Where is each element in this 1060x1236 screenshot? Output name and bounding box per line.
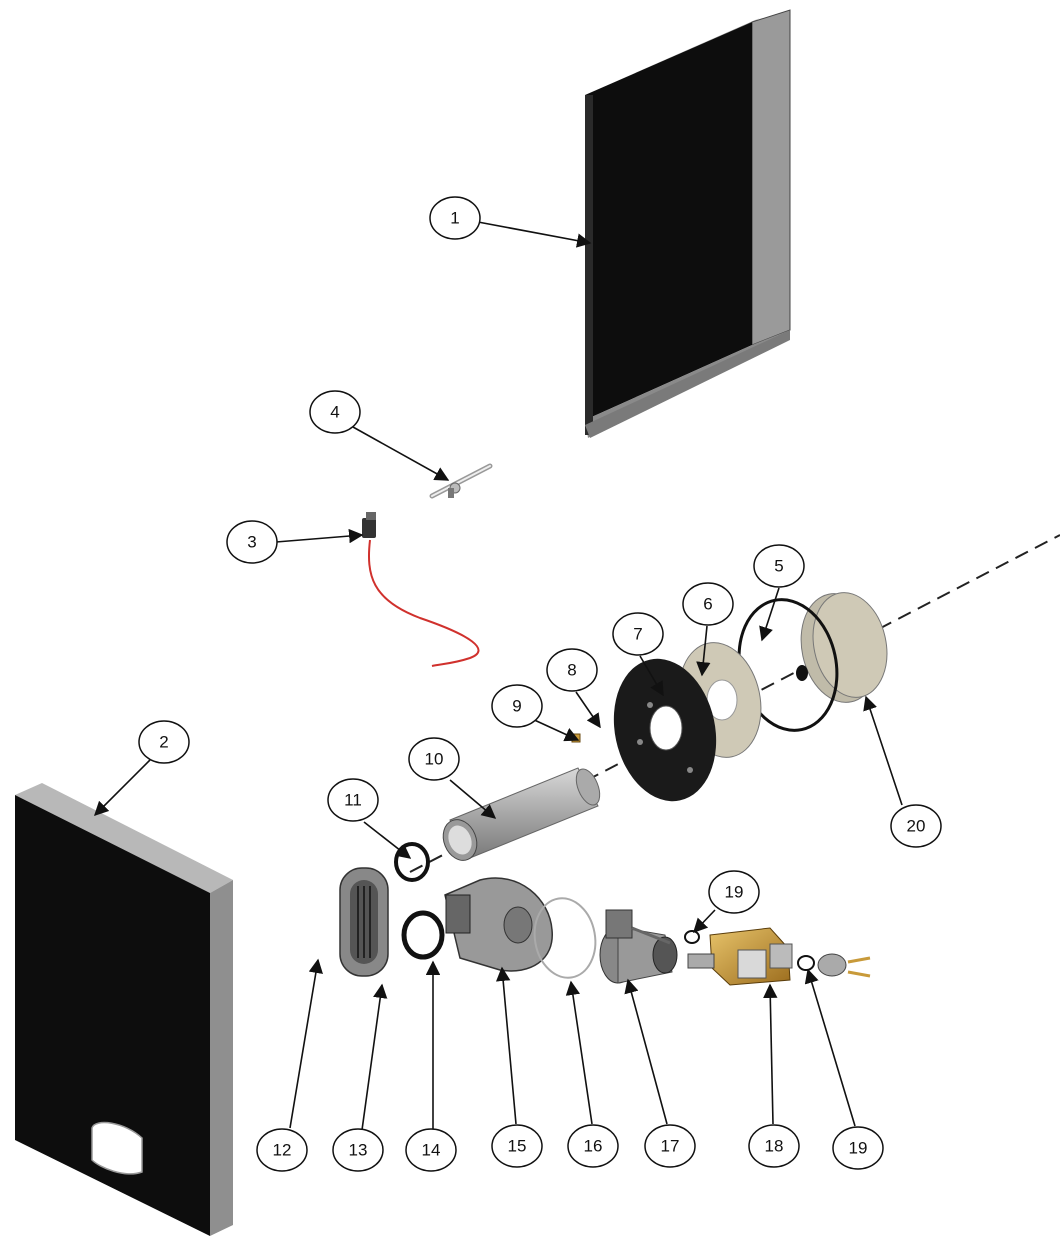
leader-1 — [477, 221, 592, 248]
callout-15: 15 — [491, 1124, 543, 1168]
leader-11 — [363, 821, 412, 859]
callout-18-label: 18 — [765, 1137, 784, 1156]
leader-15 — [495, 966, 517, 1125]
part-14-gasket-ring — [401, 910, 445, 960]
leader-6 — [696, 625, 711, 677]
leader-3 — [275, 528, 364, 544]
callout-7-label: 7 — [633, 625, 642, 644]
callout-12: 12 — [256, 1128, 308, 1172]
callout-5: 5 — [753, 544, 805, 588]
part-2-front-panel — [15, 783, 233, 1236]
callout-5-label: 5 — [774, 557, 783, 576]
callout-3-label: 3 — [247, 533, 256, 552]
callout-15-label: 15 — [508, 1137, 527, 1156]
callout-19-upper: 19 — [708, 870, 760, 914]
callout-20-label: 20 — [907, 817, 926, 836]
leader-18 — [763, 983, 778, 1125]
leader-5 — [759, 587, 780, 642]
part-7-burner-flange — [613, 658, 717, 802]
leader-lines — [93, 221, 903, 1131]
callout-19-upper-label: 19 — [725, 883, 744, 902]
callout-4: 4 — [309, 390, 361, 434]
callout-20: 20 — [890, 804, 942, 848]
leader-19a — [693, 909, 716, 934]
callout-13: 13 — [332, 1128, 384, 1172]
callout-2-label: 2 — [159, 733, 168, 752]
callout-7: 7 — [612, 612, 664, 656]
leader-20 — [863, 695, 903, 806]
part-17-venturi — [599, 909, 678, 984]
callout-1-label: 1 — [450, 209, 459, 228]
callout-11: 11 — [327, 778, 379, 822]
callout-19-lower: 19 — [832, 1126, 884, 1170]
part-20-insulation-disc — [800, 592, 888, 703]
callout-17-label: 17 — [661, 1137, 680, 1156]
part-1-rear-panel — [585, 9, 791, 438]
callouts: 1 2 3 4 5 6 7 8 9 10 11 12 13 14 15 16 1… — [138, 196, 942, 1172]
leader-17 — [624, 978, 668, 1125]
callout-16-label: 16 — [584, 1137, 603, 1156]
callout-6: 6 — [682, 582, 734, 626]
callout-4-label: 4 — [330, 403, 339, 422]
callout-6-label: 6 — [703, 595, 712, 614]
callout-16: 16 — [567, 1124, 619, 1168]
part-15-blower — [444, 877, 553, 972]
callout-19-lower-label: 19 — [849, 1139, 868, 1158]
leader-9 — [529, 717, 580, 742]
leader-2 — [93, 759, 151, 817]
leader-16 — [565, 980, 593, 1125]
leader-13 — [361, 983, 388, 1131]
part-16-thin-gasket — [533, 897, 597, 979]
part-18-gas-valve — [687, 927, 793, 986]
callout-8: 8 — [546, 648, 598, 692]
callout-9: 9 — [491, 684, 543, 728]
leader-19b — [804, 968, 856, 1127]
callout-14-label: 14 — [422, 1141, 441, 1160]
part-13-cover — [339, 867, 389, 977]
callout-8-label: 8 — [567, 661, 576, 680]
callout-10-label: 10 — [425, 750, 444, 769]
callout-12-label: 12 — [273, 1141, 292, 1160]
callout-18: 18 — [748, 1124, 800, 1168]
callout-9-label: 9 — [512, 697, 521, 716]
front-panel-cutout — [91, 1121, 143, 1175]
part-3-sensor-with-wire — [362, 512, 480, 667]
callout-11-label: 11 — [344, 791, 362, 810]
leader-10 — [449, 779, 497, 819]
leader-8 — [575, 691, 601, 729]
part-19-o-ring-lower — [797, 953, 871, 978]
callout-10: 10 — [408, 737, 460, 781]
leader-7 — [639, 655, 664, 697]
callout-13-label: 13 — [349, 1141, 368, 1160]
part-4-ignition-electrode — [429, 463, 493, 499]
part-11-o-ring — [394, 842, 430, 882]
leader-12 — [289, 958, 323, 1129]
callout-17: 17 — [644, 1124, 696, 1168]
callout-3: 3 — [226, 520, 278, 564]
leader-4 — [352, 426, 450, 481]
callout-2: 2 — [138, 720, 190, 764]
part-10-burner-tube — [442, 767, 601, 861]
callout-14: 14 — [405, 1128, 457, 1172]
part-19-o-ring-upper — [684, 930, 700, 944]
callout-1: 1 — [429, 196, 481, 240]
